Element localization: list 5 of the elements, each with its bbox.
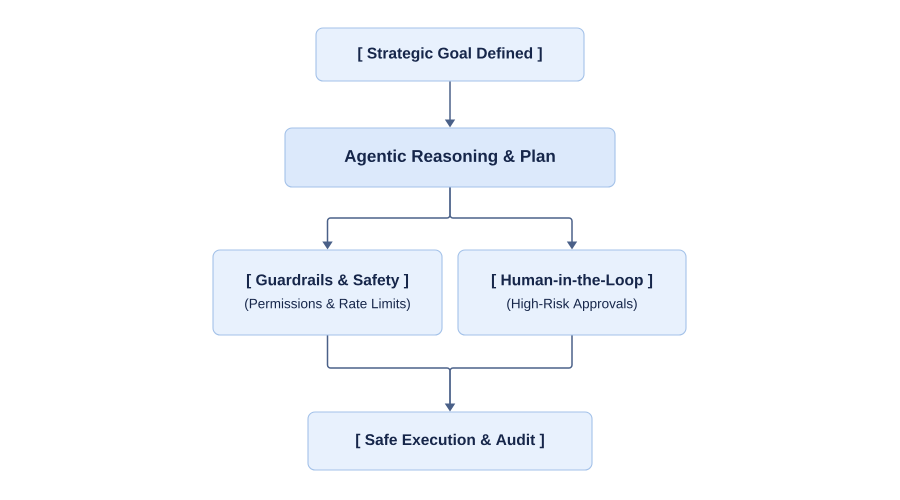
process-box: [ Strategic Goal Defined ]	[315, 27, 585, 82]
process-box: [ Human-in-the-Loop ] (High-Risk Approvals)	[457, 249, 687, 336]
process-box: [ Safe Execution & Audit ]	[307, 411, 593, 471]
process-box: [ Guardrails & Safety ] (Permissions & Rate Limits)	[212, 249, 443, 336]
process-box: Agentic Reasoning & Plan	[284, 127, 616, 188]
